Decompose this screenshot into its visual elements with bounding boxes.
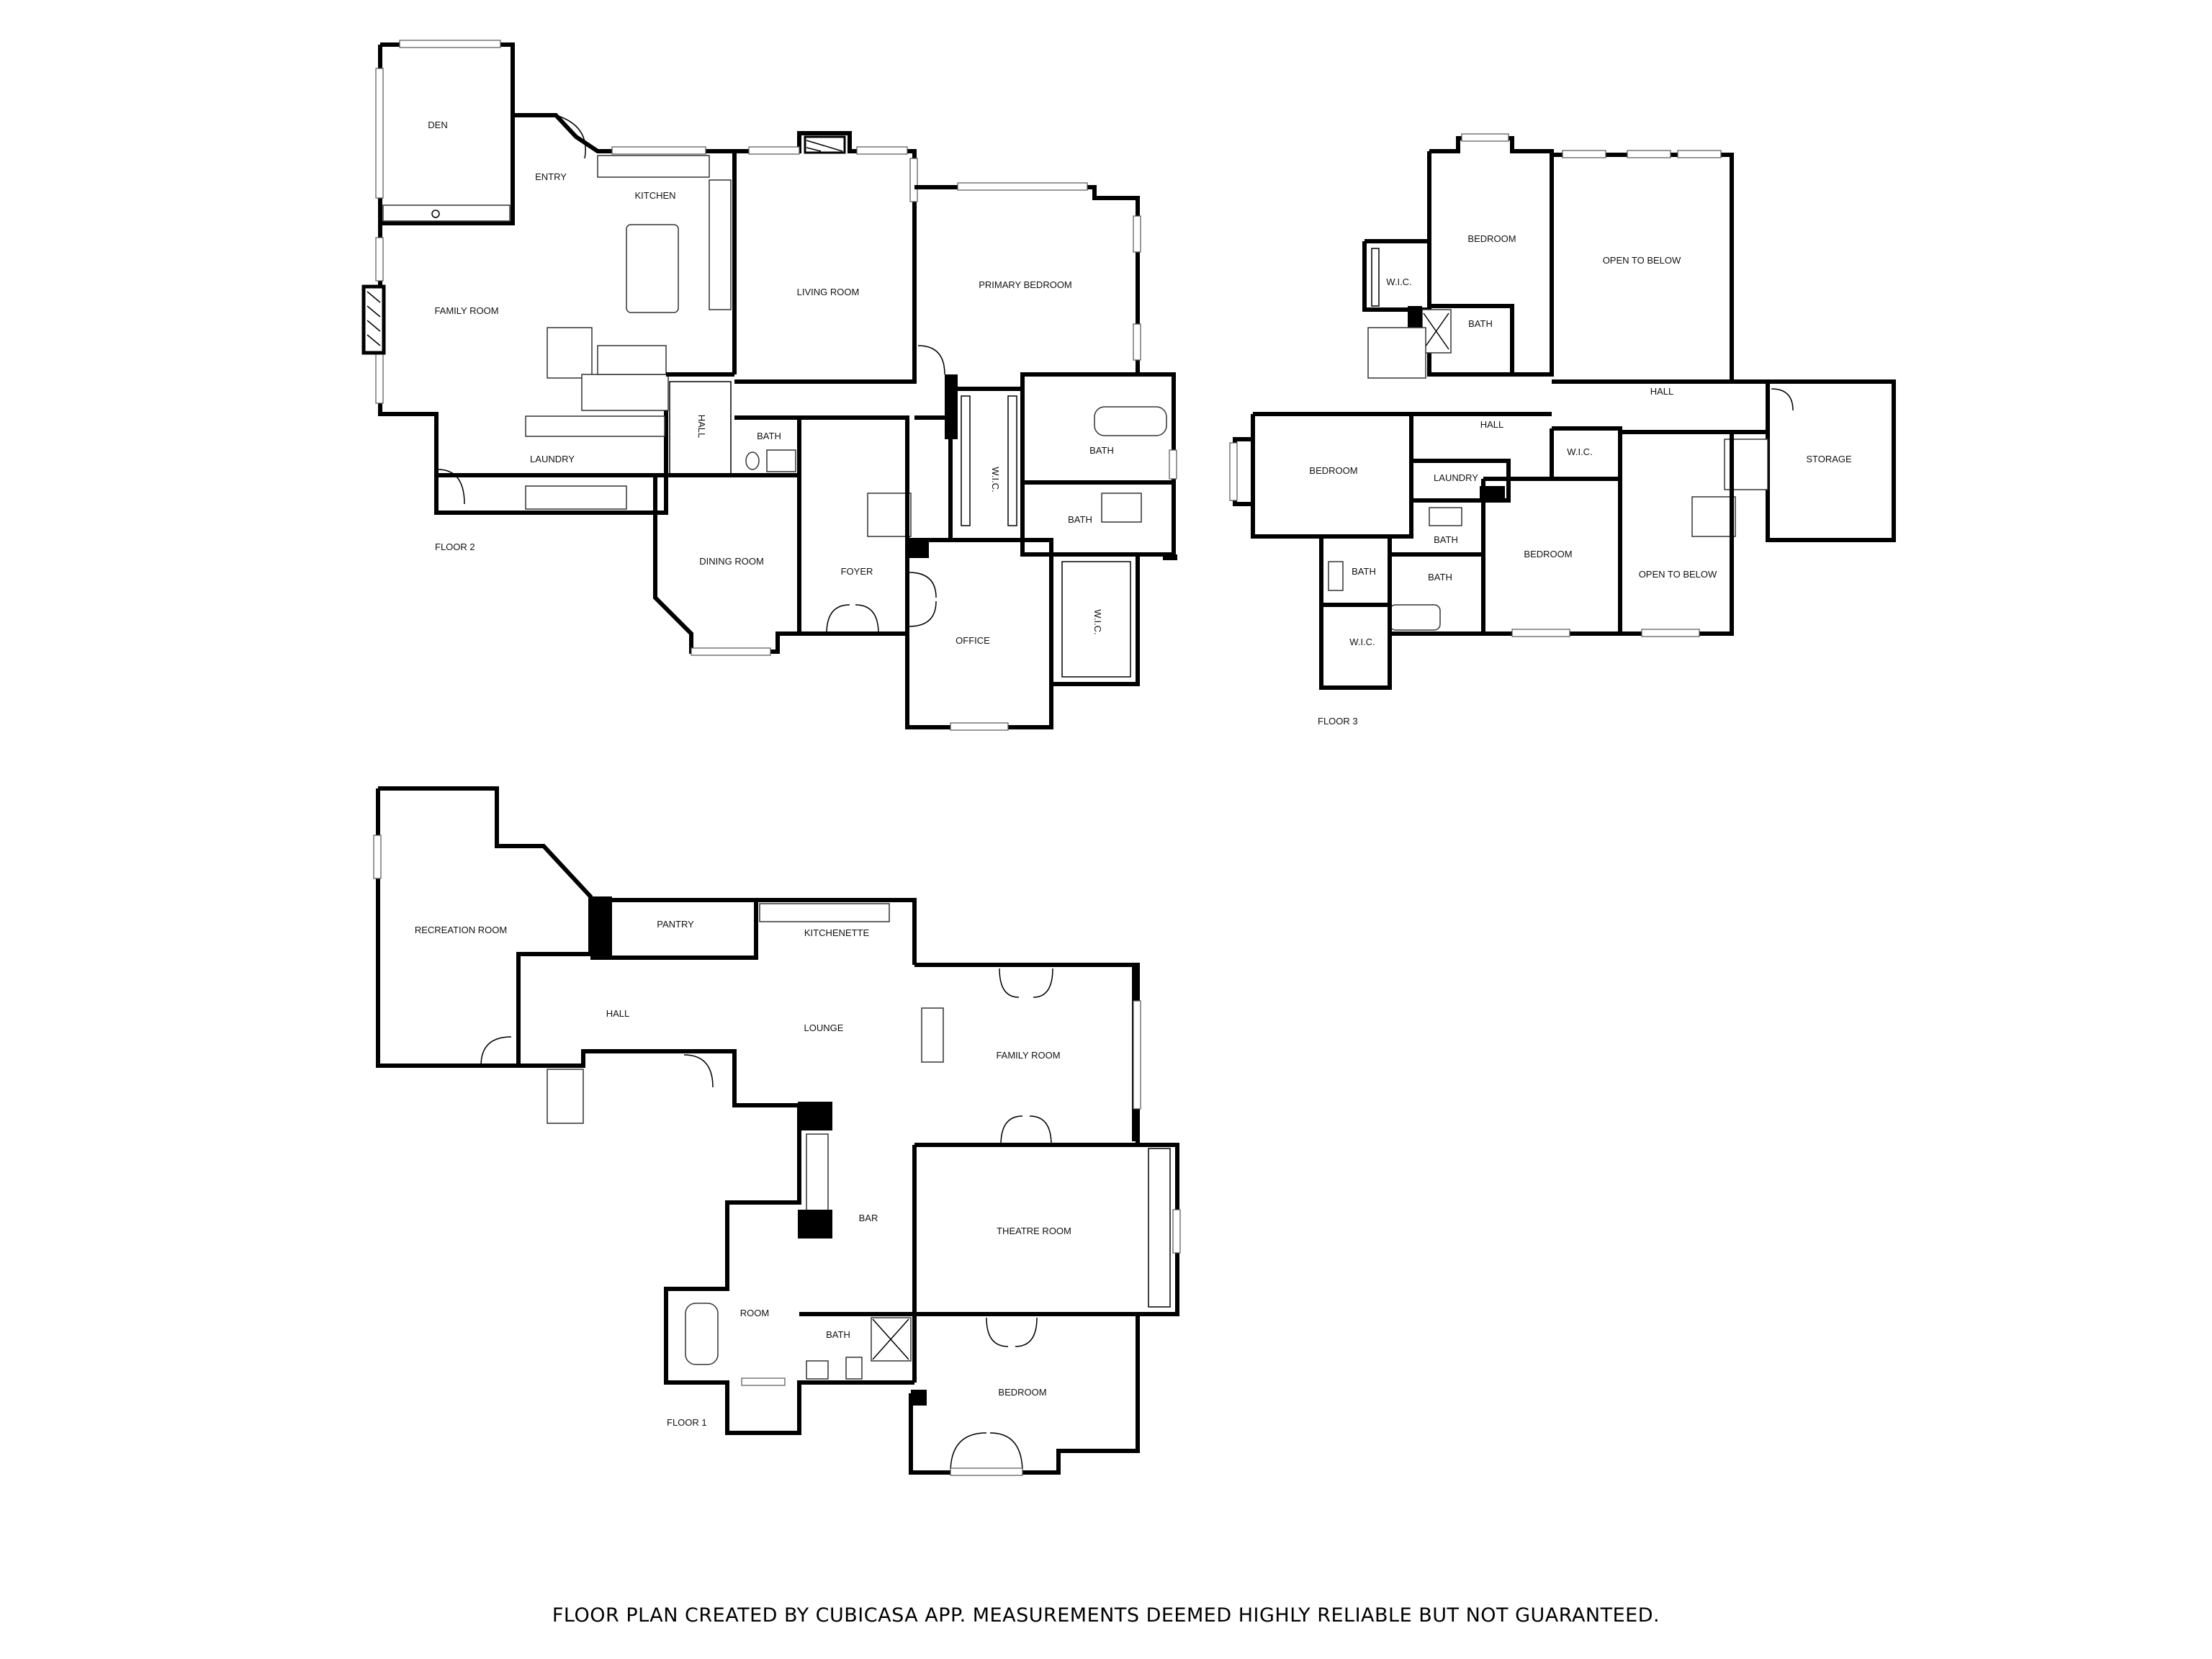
room-label: OPEN TO BELOW (1603, 255, 1681, 266)
room-label: BATH (1068, 514, 1092, 525)
room-label: HALL (606, 1008, 630, 1019)
room-label: ROOM (740, 1308, 769, 1318)
floor-1-plan (373, 786, 1181, 1476)
room-label: ENTRY (535, 171, 567, 182)
room-label: W.I.C. (1386, 276, 1411, 287)
room-label: OPEN TO BELOW (1639, 569, 1717, 580)
room-label: STORAGE (1806, 454, 1852, 464)
room-label: BEDROOM (1309, 465, 1357, 476)
room-labels: DEN ENTRY KITCHEN FAMILY ROOM LIVING ROO… (415, 120, 1852, 1428)
room-label: HALL (1650, 386, 1674, 397)
room-label: FAMILY ROOM (434, 305, 498, 316)
room-label: LIVING ROOM (797, 287, 860, 297)
room-label: LOUNGE (804, 1022, 844, 1033)
room-label: BEDROOM (1467, 233, 1516, 244)
disclaimer-footer: FLOOR PLAN CREATED BY CUBICASA APP. MEAS… (552, 1604, 1660, 1627)
room-label: DINING ROOM (699, 556, 764, 567)
room-label: THEATRE ROOM (997, 1226, 1071, 1236)
room-label: BATH (826, 1329, 850, 1340)
room-label: HALL (696, 415, 707, 439)
room-label: BEDROOM (998, 1387, 1046, 1398)
room-label: LAUNDRY (1434, 472, 1478, 483)
room-label: BATH (1434, 534, 1458, 545)
floor-label: FLOOR 2 (435, 541, 475, 552)
room-label: FOYER (841, 566, 873, 577)
room-label: RECREATION ROOM (415, 925, 507, 935)
room-label: BATH (1468, 318, 1493, 329)
room-label: W.I.C. (1349, 637, 1375, 647)
floor-label: FLOOR 1 (667, 1417, 707, 1428)
room-label: KITCHEN (634, 190, 675, 201)
room-label: PRIMARY BEDROOM (979, 279, 1072, 290)
room-label: BEDROOM (1524, 549, 1572, 559)
room-label: W.I.C. (1092, 609, 1103, 634)
room-label: BATH (757, 431, 781, 441)
room-label: DEN (428, 120, 447, 130)
room-label: W.I.C. (1567, 446, 1592, 457)
floor-2-plan (361, 40, 1177, 731)
room-label: BATH (1352, 566, 1376, 577)
floor-3-plan (1229, 133, 1896, 690)
floor-label: FLOOR 3 (1318, 716, 1358, 727)
room-label: BATH (1428, 572, 1452, 583)
room-label: BAR (859, 1213, 878, 1223)
room-label: HALL (1480, 419, 1504, 430)
room-label: FAMILY ROOM (996, 1050, 1060, 1061)
room-label: W.I.C. (990, 467, 1001, 492)
room-label: KITCHENETTE (804, 927, 870, 938)
room-label: OFFICE (956, 635, 990, 646)
room-label: PANTRY (657, 919, 694, 930)
room-label: LAUNDRY (530, 454, 575, 464)
room-label: BATH (1089, 445, 1114, 456)
